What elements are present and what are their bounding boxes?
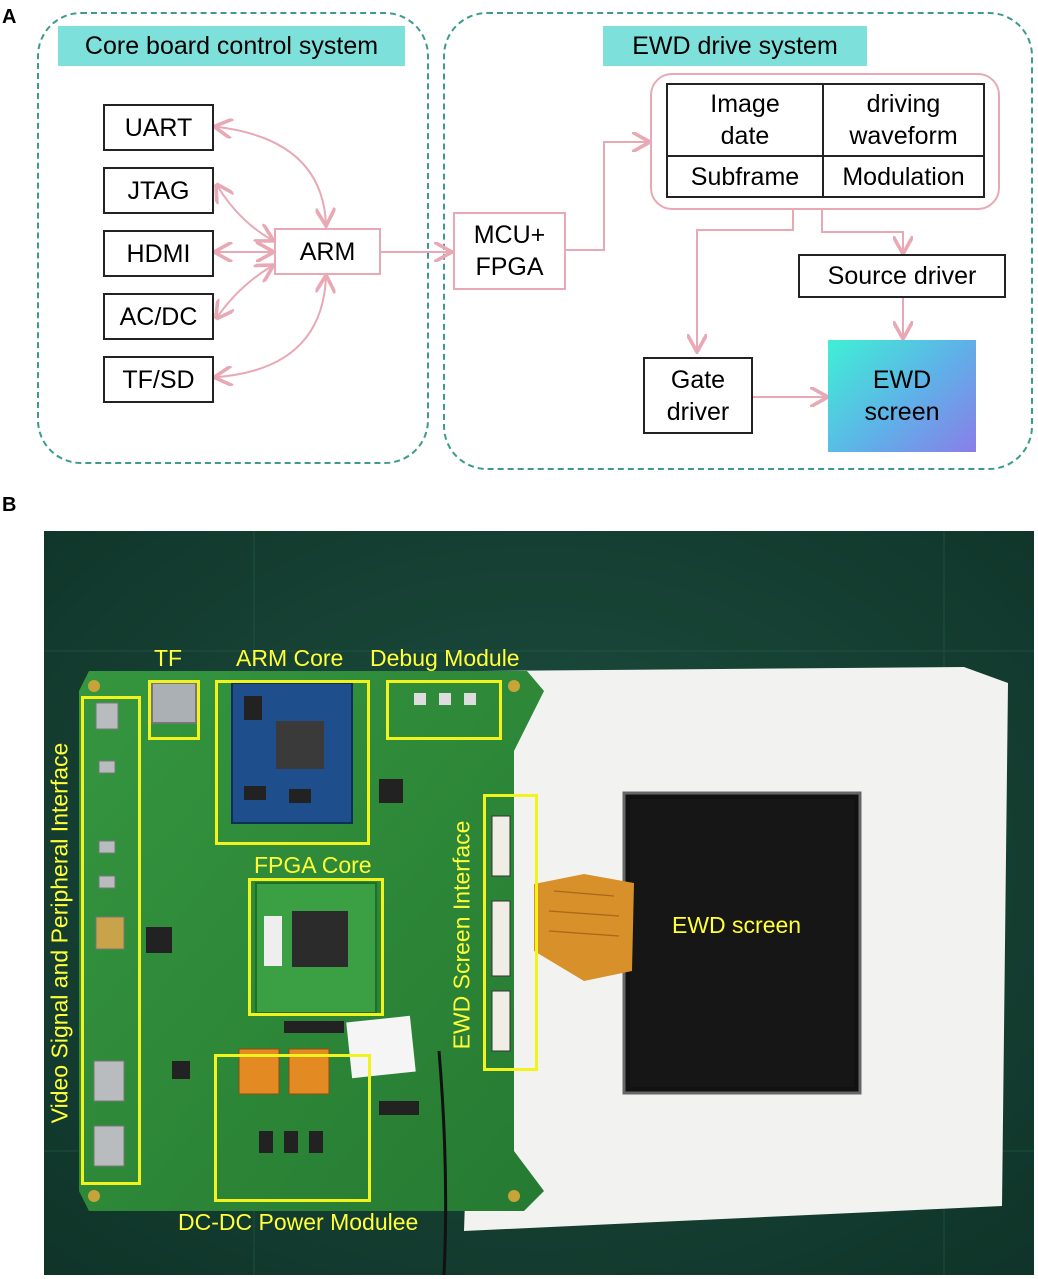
debug-module-box [386, 680, 502, 740]
arm-core-box [215, 680, 370, 845]
jtag-box: JTAG [103, 167, 214, 214]
tfsd-box: TF/SD [103, 356, 214, 403]
ewd-interface-box [483, 794, 538, 1071]
connector-arrows [0, 0, 1038, 480]
panel-b-letter: B [2, 494, 17, 516]
tf-label: TF [154, 645, 183, 671]
arrow-acdc-arm [218, 266, 272, 316]
mcu-fpga-box: MCU+ FPGA [453, 212, 566, 290]
acdc-box: AC/DC [103, 293, 214, 340]
uart-box: UART [103, 104, 214, 151]
drive-data-group [650, 73, 1000, 210]
arrow-mcu-grid [566, 142, 648, 251]
ewd-drive-title: EWD drive system [603, 26, 867, 66]
ewd-interface-label: EWD Screen Interface [448, 820, 475, 1050]
arrow-grid-source [821, 210, 903, 252]
dcdc-label: DC-DC Power Modulee [178, 1209, 419, 1235]
arrow-grid-gate [697, 210, 794, 350]
dcdc-box [214, 1054, 371, 1202]
arrow-tfsd-arm [218, 277, 326, 377]
modulation-cell: Modulation [842, 162, 965, 191]
fpga-core-box [248, 878, 384, 1016]
hdmi-box: HDMI [103, 230, 214, 277]
ewd-screen-label: EWD screen [672, 912, 802, 938]
mcu-line: MCU+ [473, 221, 546, 249]
source-driver-box: Source driver [798, 254, 1006, 298]
core-board-title: Core board control system [58, 26, 405, 66]
arrow-jtag-arm [218, 187, 272, 240]
fpga-core-label: FPGA Core [254, 852, 372, 878]
board-photo [44, 531, 1034, 1275]
ewd-drive-frame [443, 12, 1033, 470]
tf-box [148, 680, 200, 740]
arm-core-label: ARM Core [236, 645, 344, 671]
debug-module-label: Debug Module [370, 645, 520, 671]
board-photo-drawing [44, 531, 1034, 1275]
fpga-line: FPGA [475, 253, 544, 281]
arrow-uart-arm [218, 127, 326, 224]
panel-a-letter: A [2, 6, 17, 28]
core-board-frame [37, 12, 429, 464]
subframe-cell: Subframe [690, 162, 800, 191]
video-signal-label: Video Signal and Peripheral Interface [46, 742, 73, 1124]
arm-box: ARM [274, 228, 381, 275]
video-signal-box [81, 696, 141, 1185]
